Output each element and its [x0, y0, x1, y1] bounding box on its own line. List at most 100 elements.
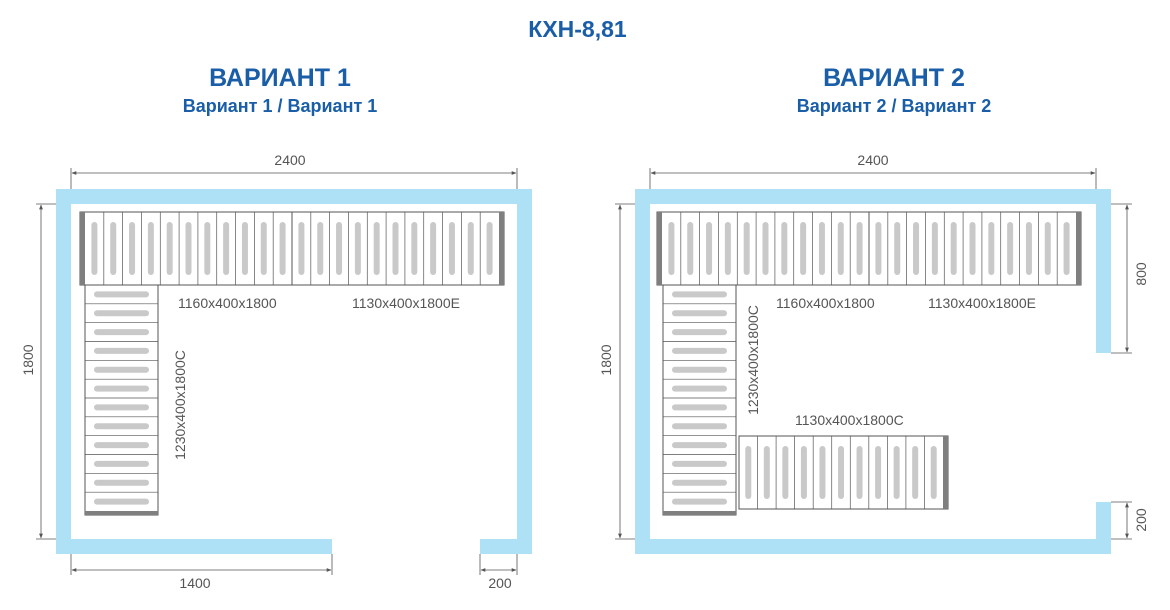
- rack-slat: [467, 222, 474, 275]
- rack-slat: [706, 222, 713, 275]
- rack-slat: [94, 291, 149, 298]
- rack-slat: [782, 446, 789, 499]
- rack-label-1160: 1160x400x1800: [178, 295, 277, 311]
- dim-right-top-label: 800: [1133, 262, 1149, 286]
- rack-slat: [912, 446, 919, 499]
- rack-slat: [411, 222, 418, 275]
- rack-1130c-horizontal: [738, 435, 949, 510]
- dim-bottom-left-label: 1400: [179, 575, 210, 591]
- rack-slat: [94, 366, 149, 373]
- rack-slat: [988, 222, 995, 275]
- rack-label-1230c: 1230x400x1800C: [172, 350, 188, 460]
- rack-slat: [781, 222, 788, 275]
- variant-1-plan: 2400 1800 1400 200 1160x400x1800 1130x40…: [20, 152, 532, 591]
- rack-slat: [743, 222, 750, 275]
- rack-slat: [94, 347, 149, 354]
- rack-slat: [672, 479, 727, 486]
- rack-slat: [94, 329, 149, 336]
- variant-2-heading: ВАРИАНТ 2: [823, 64, 965, 92]
- rack-label-1160: 1160x400x1800: [776, 295, 875, 311]
- rack-slat: [672, 460, 727, 467]
- rack-slat: [354, 222, 361, 275]
- rack-slat: [672, 385, 727, 392]
- rack-slat: [336, 222, 343, 275]
- rack-slat: [672, 291, 727, 298]
- rack-slat: [260, 222, 267, 275]
- variant-2-labels: 2400 1800 800 200 1160x400x1800 1130x400…: [598, 152, 1149, 532]
- wall-bottom: [635, 539, 1111, 554]
- rack-slat: [672, 366, 727, 373]
- wall-right-upper: [1096, 189, 1111, 353]
- rack-slat: [762, 222, 769, 275]
- rack-slat: [129, 222, 136, 275]
- rack-slat: [856, 446, 863, 499]
- rack-end-plate: [1076, 212, 1081, 285]
- rack-slat: [1044, 222, 1051, 275]
- variant-2-subheading: Вариант 2 / Вариант 2: [796, 96, 992, 116]
- rack-end-plate: [85, 511, 158, 515]
- dim-right-bottom-label: 200: [1133, 508, 1149, 532]
- rack-slat: [856, 222, 863, 275]
- rack-slat: [875, 222, 882, 275]
- variant-2-plan: 2400 1800 800 200 1160x400x1800 1130x400…: [598, 152, 1149, 554]
- rack-slat: [894, 222, 901, 275]
- variant-1-dimensions: [36, 168, 518, 575]
- rack-1130e-horizontal: [868, 211, 1082, 286]
- rack-slat: [763, 446, 770, 499]
- rack-slat: [94, 460, 149, 467]
- rack-end-plate: [943, 436, 948, 509]
- rack-slat: [94, 423, 149, 430]
- rack-slat: [448, 222, 455, 275]
- rack-end-plate: [499, 212, 504, 285]
- page-title: КХН-8,81: [528, 16, 627, 42]
- rack-slat: [724, 222, 731, 275]
- rack-label-1130c: 1130x400x1800C: [795, 412, 904, 428]
- rack-1230c-vertical: [662, 284, 737, 516]
- rack-frame: [84, 284, 159, 516]
- wall-bottom-left: [56, 539, 332, 554]
- rack-slat: [875, 446, 882, 499]
- rack-slat: [672, 310, 727, 317]
- rack-slat: [166, 222, 173, 275]
- variant-1-labels: 2400 1800 1400 200 1160x400x1800 1130x40…: [20, 152, 512, 591]
- wall-top: [56, 189, 532, 204]
- wall-right: [517, 189, 532, 554]
- rack-slat: [893, 446, 900, 499]
- rack-slat: [818, 222, 825, 275]
- rack-1130e-horizontal: [291, 211, 505, 286]
- rack-slat: [950, 222, 957, 275]
- wall-bottom-right: [480, 539, 532, 554]
- wall-right-lower: [1096, 502, 1111, 554]
- rack-slat: [110, 222, 117, 275]
- rack-label-1130e: 1130x400x1800E: [928, 295, 1036, 311]
- rack-slat: [672, 498, 727, 505]
- dim-left-label: 1800: [20, 344, 36, 375]
- rack-slat: [373, 222, 380, 275]
- rack-slat: [745, 446, 752, 499]
- rack-slat: [223, 222, 230, 275]
- rack-slat: [672, 442, 727, 449]
- rack-slat: [672, 329, 727, 336]
- rack-slat: [185, 222, 192, 275]
- rack-slat: [486, 222, 493, 275]
- rack-slat: [837, 222, 844, 275]
- rack-slat: [930, 446, 937, 499]
- wall-top: [635, 189, 1111, 204]
- rack-slat: [819, 446, 826, 499]
- variant-2-walls: [635, 189, 1111, 554]
- dim-top-label: 2400: [274, 152, 305, 168]
- rack-slat: [838, 446, 844, 499]
- rack-slat: [672, 423, 727, 430]
- rack-slat: [969, 222, 976, 275]
- rack-slat: [913, 222, 920, 275]
- rack-slat: [204, 222, 211, 275]
- rack-slat: [94, 442, 149, 449]
- dim-bottom-right-label: 200: [488, 575, 512, 591]
- rack-slat: [1025, 222, 1032, 275]
- wall-left: [56, 189, 71, 554]
- rack-slat: [800, 446, 807, 499]
- dim-top-label: 2400: [857, 152, 888, 168]
- rack-end-plate: [657, 212, 662, 285]
- rack-slat: [279, 222, 286, 275]
